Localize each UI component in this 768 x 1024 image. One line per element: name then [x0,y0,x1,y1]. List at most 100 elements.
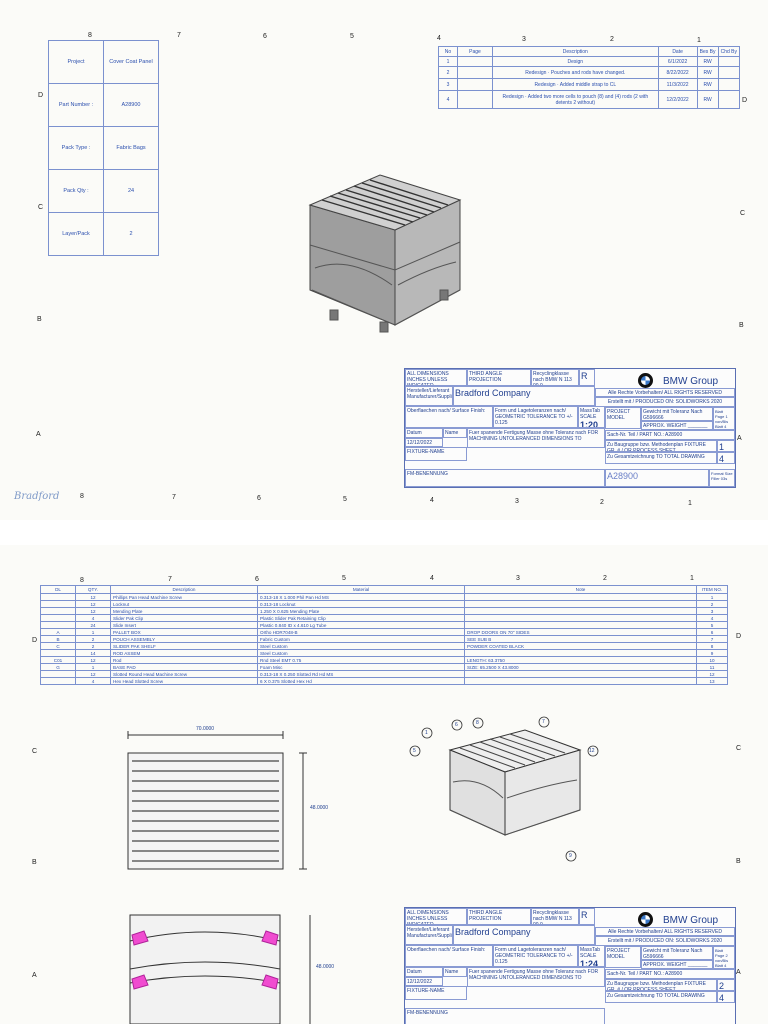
title-block-2: ALL DIMENSIONS INCHES UNLESS INDICATED T… [404,907,736,1024]
row-a-left: A [36,431,41,438]
row-a-left: A [32,972,37,979]
rev-by: RW [696,90,719,109]
bom-cell: Phillips Pan Head Machine Screw [110,593,258,601]
recycle-note: Recyclingklasse nach BMW N 113 00.0 [531,908,579,925]
row-b-right: B [736,858,741,865]
zone-2-bottom: 2 [600,499,604,506]
row-b-left: B [32,859,37,866]
scale-value: 1:20 [580,420,599,428]
bom-cell: PALLET BOX [110,628,258,636]
bom-cell: 1.250 X 0.625 Mending Plate [257,607,465,615]
bom-cell: Rod [110,656,258,664]
bom-cell [464,593,697,601]
rev-header: Chd By [717,46,741,57]
rev-by: RW [696,78,719,91]
datum-label: Datum [405,967,443,977]
bom-cell: LENGTH: 63.3750 [464,656,697,664]
bom-cell [464,607,697,615]
supplier-label: Hersteller/Lieferant Manufacturer/Suppli… [405,925,453,945]
dims-note: ALL DIMENSIONS INCHES UNLESS INDICATED [405,369,467,386]
recycle-note: Recyclingklasse nach BMW N 113 00.0 [531,369,579,386]
bom-cell: POUCH ASSEMBLY [110,635,258,643]
callout-1: 1 [425,730,428,736]
rev-by: RW [696,56,719,67]
info-value: Cover Coat Panel [103,40,159,84]
scale-label-en: SCALE [580,414,597,420]
drawing-date: 12/12/2022 [405,977,443,986]
callout-9: 9 [569,853,572,859]
bom-cell: 14 [75,649,111,657]
bom-cell: Plastic 0.840 ID x 4.610 Lg Tube [257,621,465,629]
bom-cell [40,614,76,622]
callout-5: 5 [413,748,416,754]
bom-cell: 4 [75,614,111,622]
sheet-number: Blatt Page 2 von/Bis Blatt 4 PAGE [713,946,735,969]
recycle-mark: R [579,908,595,925]
bom-cell: A [40,628,76,636]
bom-cell: Slotted Round Head Machine Screw [110,670,258,678]
bom-cell: 12 [75,593,111,601]
bom-cell: 6 X 0.375 Slotted Hex Hd [257,677,465,685]
bom-cell: G [40,663,76,671]
front-view-drawing [129,914,311,1024]
weight-tolerance: Gewicht mit Toleranz Nach G596666 [641,407,713,421]
bom-cell: POWDER COATED BLACK [464,642,697,650]
rev-date: 11/3/2022 [657,78,698,91]
width-dimension: 70.0000 [196,726,215,732]
zone-5: 5 [350,33,354,40]
bom-cell [40,607,76,615]
bom-cell: 2 [696,600,728,608]
bom-cell: 12 [696,670,728,678]
rack-isometric-drawing [308,174,462,333]
supplier-label: Hersteller/Lieferant Manufacturer/Suppli… [405,386,453,406]
info-label: Layer/Pack [48,212,104,256]
bom-cell [464,600,697,608]
row-b-left: B [37,316,42,323]
rights-note: Alle Rechte Vorbehalten/ ALL RIGHTS RESE… [595,388,735,397]
bom-cell [40,649,76,657]
rev-no: 2 [438,66,458,79]
bom-cell: 12 [75,607,111,615]
bom-cell: 0.313-18 X 0.250 Slotted Rd Hd MS [257,670,465,678]
zone-5: 5 [342,575,346,582]
top-view-drawing [127,731,307,870]
company-name: Bradford Company [453,386,595,406]
drawing-sheet-1: 8 7 6 5 4 3 2 1 D C B A D C B A 8 7 6 5 … [14,32,748,507]
bom-header: Description [110,585,258,594]
scale-label-en: SCALE [580,953,597,959]
zone-7: 7 [177,32,181,39]
assembly-isometric-drawing [409,716,599,862]
bom-cell: 12 [75,600,111,608]
rev-date: 8/22/2022 [657,66,698,79]
total-drawing: Zu Gesamtzeichnung TO TOTAL DRAWING [605,452,717,464]
bom-cell: SLIDER PAK SHELF [110,642,258,650]
bmw-logo-icon [638,912,653,927]
bom-cell [464,670,697,678]
info-label: Pack Qty : [48,169,104,213]
bom-cell: 4 [696,614,728,622]
zone-5-bottom: 5 [343,496,347,503]
surface-finish: Oberflaechen nach/ Surface Finish: [405,945,493,967]
zone-4-bottom: 4 [430,497,434,504]
bom-cell: B [40,635,76,643]
bill-of-materials: DL QTY. Description Material Note ITEM N… [40,585,728,685]
scale-value: 1:24 [580,959,599,967]
row-d-right: D [742,97,748,104]
bom-cell [464,614,697,622]
zone-3-bottom: 3 [515,498,519,505]
zone-6-bottom: 6 [257,495,261,502]
bom-cell: 0.313-18 Locknut [257,600,465,608]
benennung-label: FM-BENENNUNG [405,1008,605,1024]
rights-note: Alle Rechte Vorbehalten/ ALL RIGHTS RESE… [595,927,735,936]
brand-name: BMW Group [663,915,719,926]
rev-desc: Redesign · Pouches and rods have changed… [492,66,659,79]
bom-cell: 2 [75,635,111,643]
zone-7-bottom: 7 [172,494,176,501]
